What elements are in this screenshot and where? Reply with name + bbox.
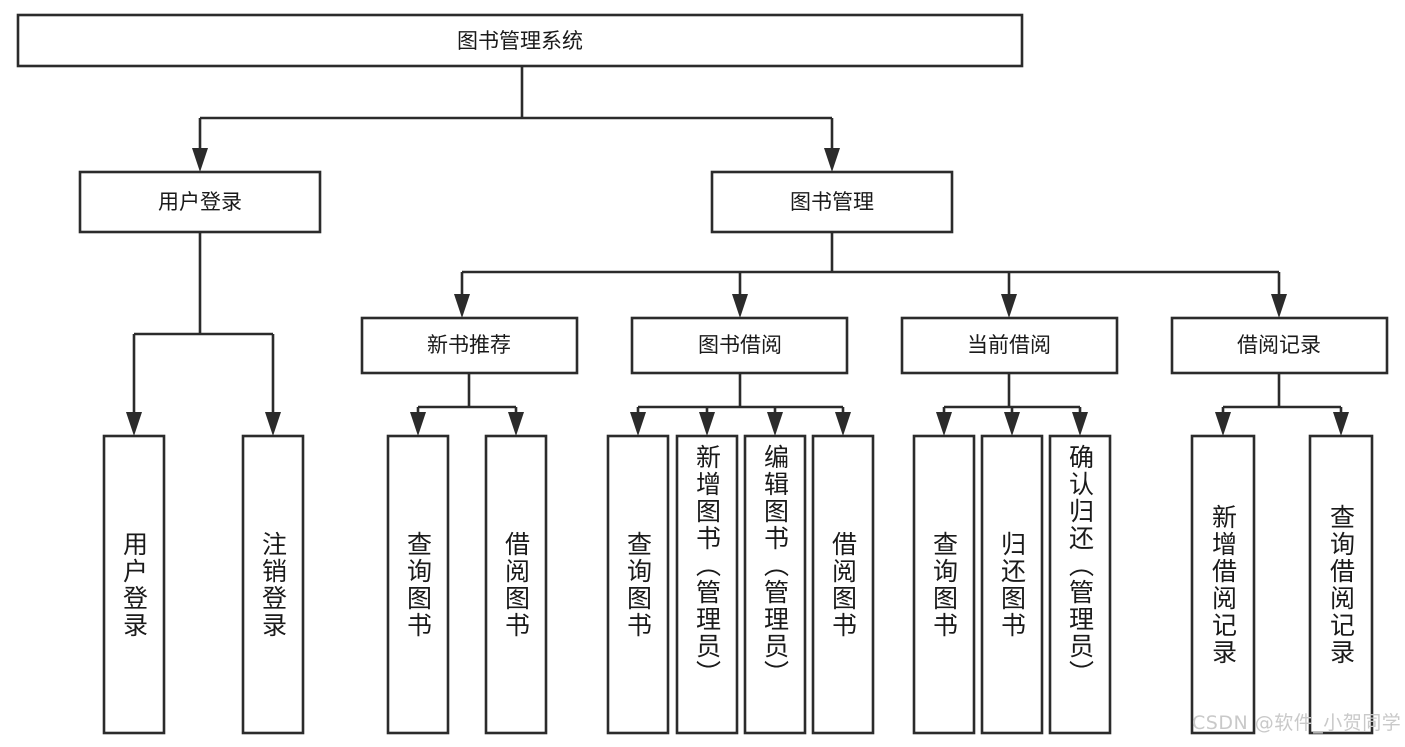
arrowhead-confirm-return xyxy=(1072,412,1088,436)
arrowhead-edit-book xyxy=(767,412,783,436)
arrowhead-borrow-record xyxy=(1271,294,1287,318)
node-root-label: 图书管理系统 xyxy=(457,29,583,53)
node-current-borrow-label: 当前借阅 xyxy=(967,333,1051,357)
arrowhead-new-book-rec xyxy=(454,294,470,318)
arrowhead-add-book xyxy=(699,412,715,436)
arrowhead-query-book-2 xyxy=(630,412,646,436)
arrowhead-borrow-book-2 xyxy=(835,412,851,436)
leafbox-add-record[interactable] xyxy=(1190,434,1256,735)
node-book-borrow-label: 图书借阅 xyxy=(698,333,782,357)
node-current-borrow-box[interactable] xyxy=(900,316,1119,375)
arrowhead-query-record xyxy=(1333,412,1349,436)
leafbox-logout[interactable] xyxy=(241,434,305,735)
leafbox-borrow-book-1[interactable] xyxy=(484,434,548,735)
leafbox-user-login[interactable] xyxy=(102,434,166,735)
node-new-book-rec-box[interactable] xyxy=(360,316,579,375)
arrowhead-book-manage xyxy=(824,148,840,172)
leafbox-return-book[interactable] xyxy=(980,434,1044,735)
leafbox-query-book-3[interactable] xyxy=(912,434,976,735)
arrowhead-current-borrow xyxy=(1001,294,1017,318)
arrowhead-leaf-user-login xyxy=(126,412,142,436)
node-new-book-rec-label: 新书推荐 xyxy=(427,333,511,357)
node-book-manage-label: 图书管理 xyxy=(790,190,874,214)
arrowhead-query-book-1 xyxy=(410,412,426,436)
leafbox-query-record[interactable] xyxy=(1308,434,1374,735)
arrowhead-return-book xyxy=(1004,412,1020,436)
watermark-csdn: CSDN @软件_小贺同学 xyxy=(1192,712,1402,734)
arrowhead-user-login xyxy=(192,148,208,172)
arrowhead-book-borrow xyxy=(732,294,748,318)
leafbox-query-book-1[interactable] xyxy=(386,434,450,735)
arrowhead-borrow-book-1 xyxy=(508,412,524,436)
node-root-box[interactable] xyxy=(16,13,1024,68)
node-user-login-box[interactable] xyxy=(78,170,322,234)
arrowhead-query-book-3 xyxy=(936,412,952,436)
node-user-login-label: 用户登录 xyxy=(158,190,242,214)
leafbox-confirm-return[interactable] xyxy=(1048,434,1112,735)
leafbox-query-book-2[interactable] xyxy=(606,434,670,735)
leafbox-edit-book[interactable] xyxy=(743,434,807,735)
arrowhead-add-record xyxy=(1215,412,1231,436)
node-borrow-record-label: 借阅记录 xyxy=(1237,333,1321,357)
leafbox-borrow-book-2[interactable] xyxy=(811,434,875,735)
arrowhead-leaf-logout xyxy=(265,412,281,436)
leafbox-add-book[interactable] xyxy=(675,434,739,735)
